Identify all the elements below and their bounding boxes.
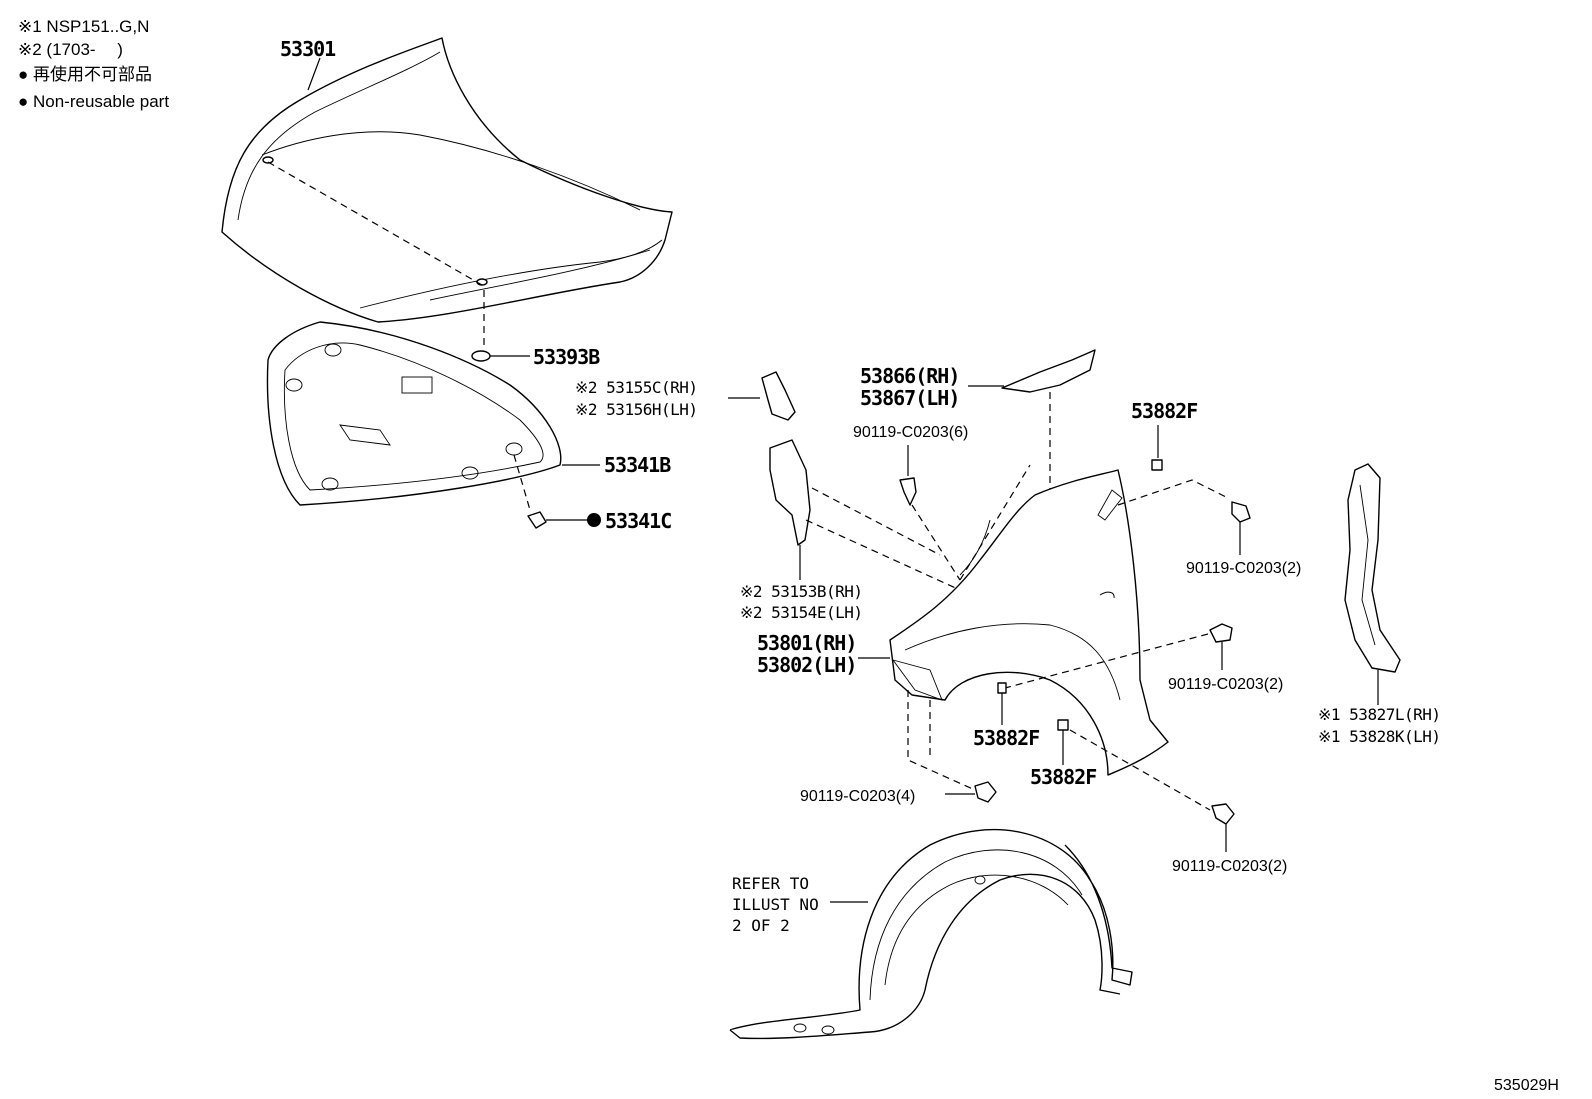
legend-note-1: ※1 NSP151..G,N (18, 17, 149, 36)
label-hood-insulator: 53341B (604, 453, 671, 477)
label-nut-bottom: 53882F (1030, 765, 1096, 789)
nut-mid-shape (997, 682, 1007, 694)
nut-top-shape (1151, 459, 1163, 471)
hood-insulator-illustration (266, 321, 562, 506)
label-insulator-retainer: 53341C (605, 509, 671, 533)
upper-seal-shape (761, 371, 796, 421)
label-bolt-4: 90119-C0203(4) (800, 788, 915, 805)
legend: ※1 NSP151..G,N ※2 (1703- ) ● 再使用不可部品 ● N… (18, 17, 169, 111)
label-nut-mid: 53882F (973, 726, 1039, 750)
fender-bracket-shape (1001, 349, 1096, 393)
label-seal-side-rh: ※2 53153B(RH) (740, 582, 863, 601)
legend-note-3: ● 再使用不可部品 (18, 64, 152, 84)
reference-line-3: 2 OF 2 (732, 916, 790, 935)
legend-note-4: ● Non-reusable part (18, 92, 169, 111)
label-hood: 53301 (280, 37, 336, 61)
label-bolt-2-mid: 90119-C0203(2) (1168, 676, 1283, 693)
retainer-shape (527, 511, 547, 529)
bolt-2-top-shape (1231, 501, 1251, 523)
legend-note-2: ※2 (1703- ) (18, 40, 123, 59)
label-bolt-6: 90119-C0203(6) (853, 424, 968, 441)
hood-cushion-shape (471, 350, 491, 362)
hood-illustration (221, 37, 673, 323)
label-hood-cushion: 53393B (533, 345, 600, 369)
non-reusable-mark (587, 513, 601, 527)
side-seal-shape (769, 439, 811, 546)
bolt-4-shape (974, 781, 997, 803)
label-seal-upper-rh: ※2 53155C(RH) (575, 378, 698, 397)
label-fender-seal-lh: ※1 53828K(LH) (1318, 727, 1441, 746)
label-seal-side-lh: ※2 53154E(LH) (740, 603, 863, 622)
bolt-6-shape (899, 477, 917, 506)
reference-line-2: ILLUST NO (732, 895, 819, 914)
nut-bottom-shape (1057, 719, 1069, 731)
label-bolt-2-bottom: 90119-C0203(2) (1172, 858, 1287, 875)
fender-seal-shape (1344, 463, 1401, 673)
label-nut-top: 53882F (1131, 399, 1197, 423)
bolt-2-mid-shape (1209, 623, 1233, 643)
label-fender-bracket-lh: 53867(LH) (860, 386, 959, 410)
fender-liner-illustration (729, 828, 1133, 1040)
bolt-2-bottom-shape (1211, 803, 1235, 825)
fender-illustration (889, 469, 1169, 776)
label-fender-lh: 53802(LH) (757, 653, 856, 677)
illustration-code: 535029H (1494, 1077, 1559, 1094)
label-fender-seal-rh: ※1 53827L(RH) (1318, 705, 1441, 724)
label-fender-bracket-rh: 53866(RH) (860, 364, 959, 388)
reference-line-1: REFER TO (732, 874, 809, 893)
label-seal-upper-lh: ※2 53156H(LH) (575, 400, 698, 419)
label-bolt-2-top: 90119-C0203(2) (1186, 560, 1301, 577)
label-fender-rh: 53801(RH) (757, 631, 856, 655)
